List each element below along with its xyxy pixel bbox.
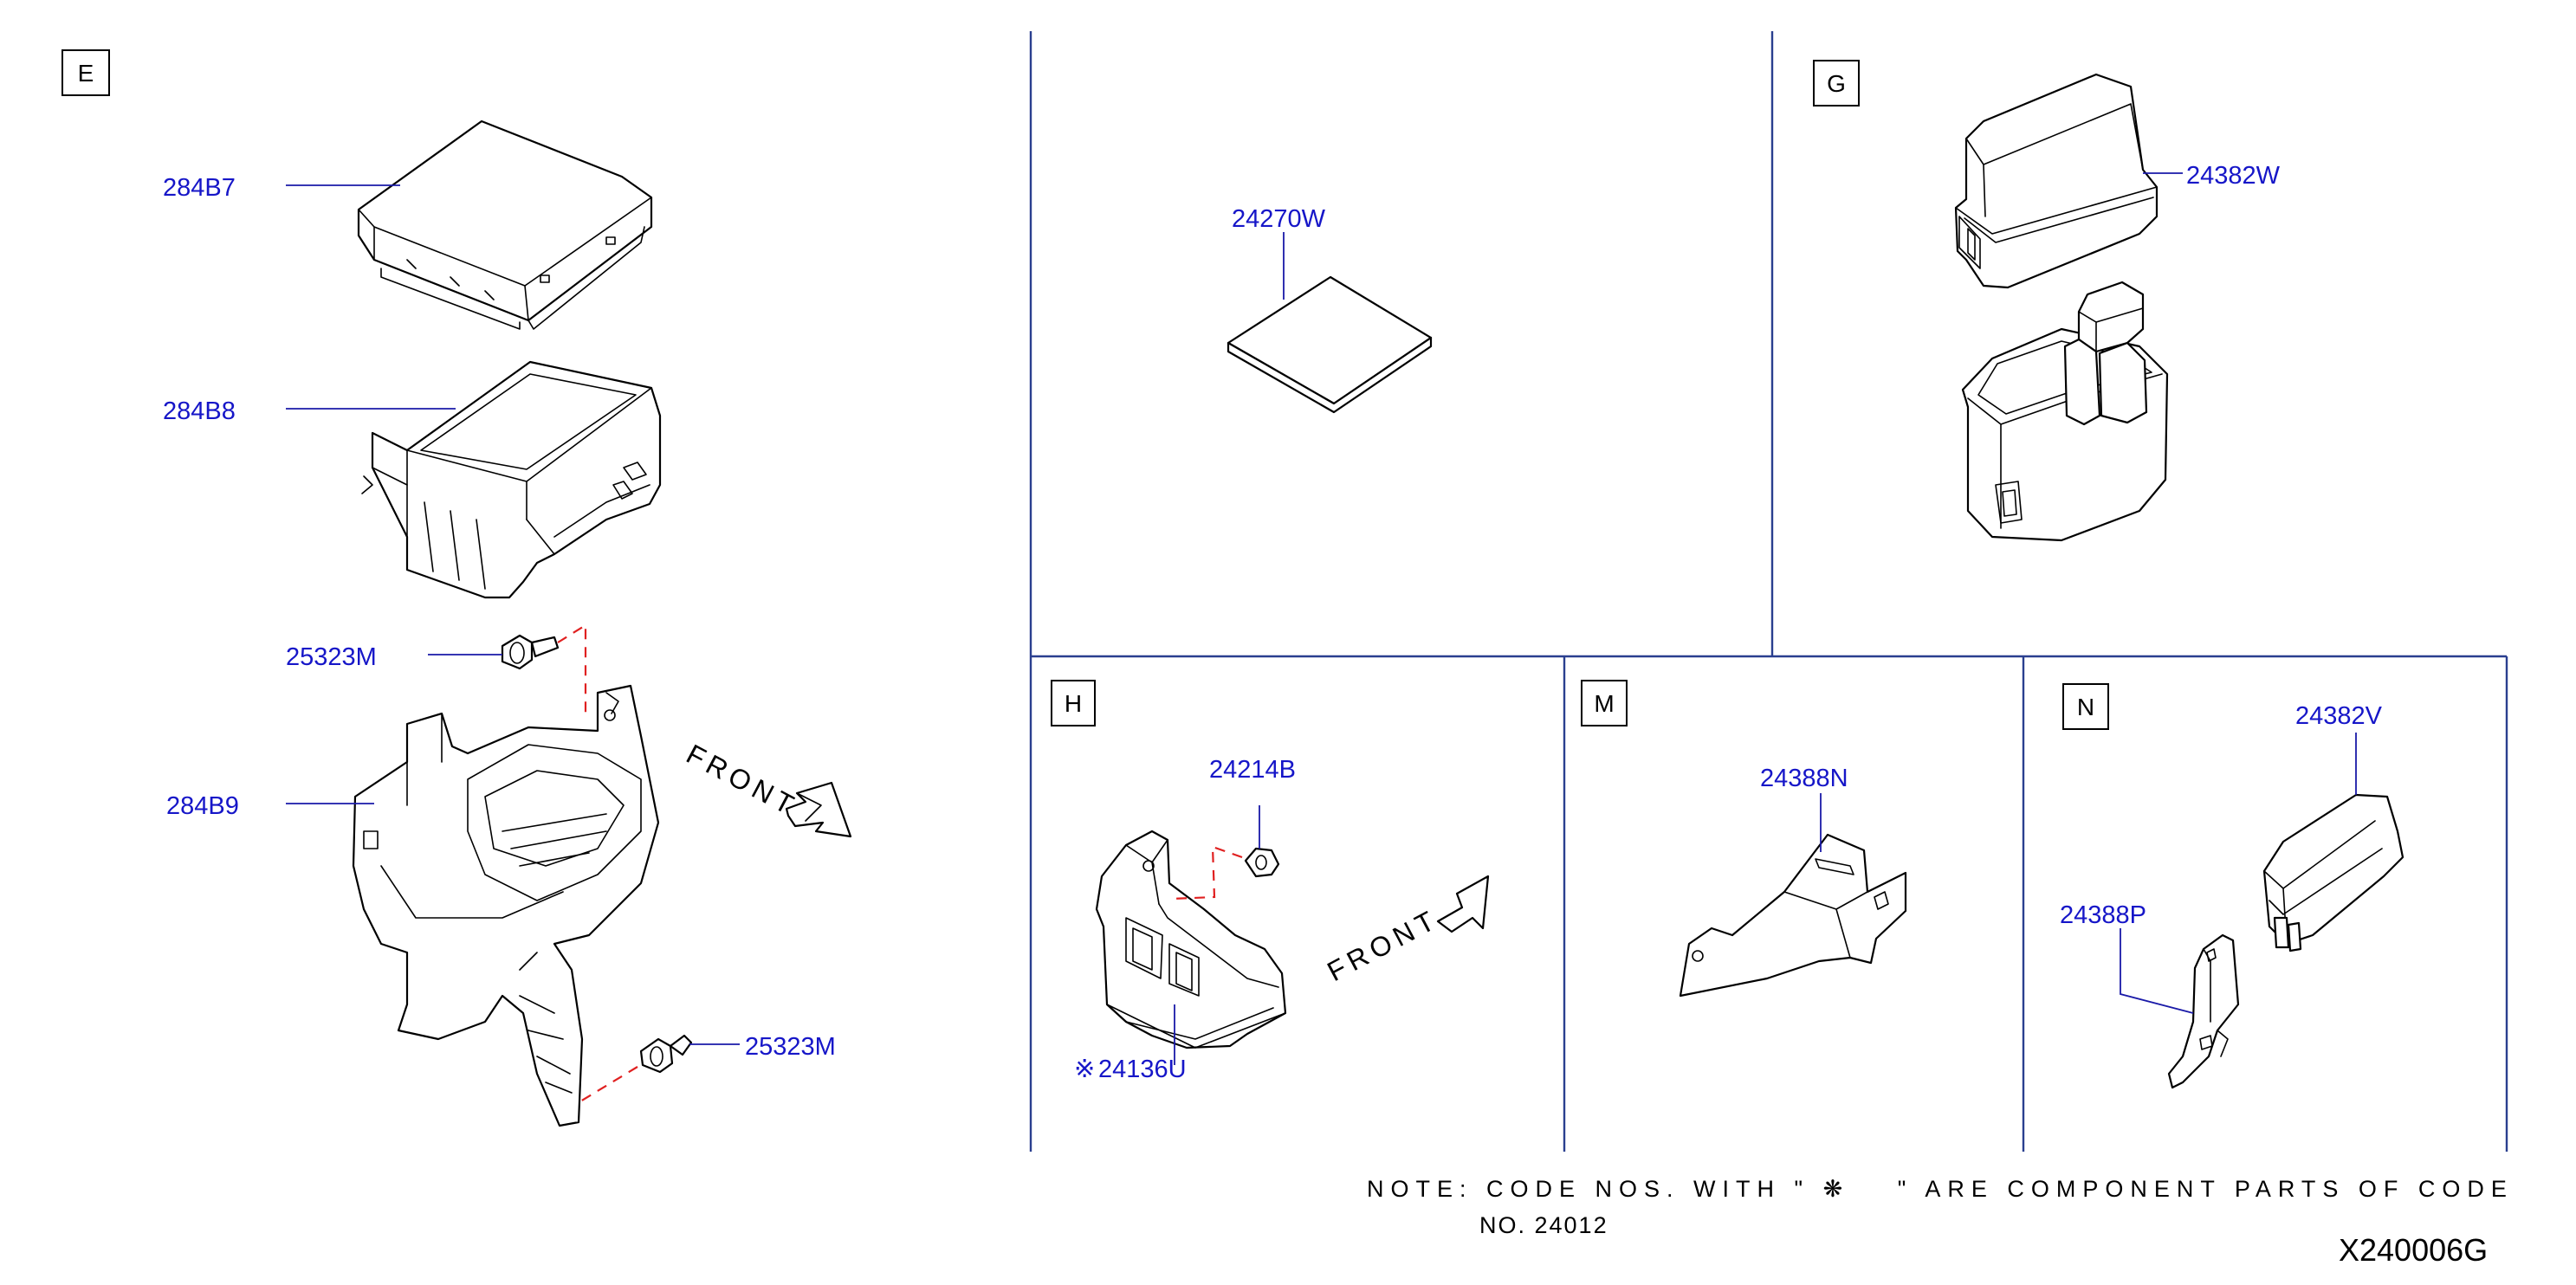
part-label-24214b: 24214B [1209,756,1296,784]
part-284b9-drawing [352,684,660,1127]
section-separators [1029,31,2508,1152]
part-label-24270w: 24270W [1232,205,1326,233]
part-label-25323m-bottom: 25323M [745,1033,836,1061]
part-label-24388n: 24388N [1760,765,1848,792]
section-box-n: N [2062,683,2109,730]
section-label-h: H [1065,690,1082,717]
diagram-code: X240006G [2339,1232,2488,1268]
asterisk-marker: ※ [1074,1056,1095,1083]
part-284b8-drawing [361,360,662,599]
note-text-part2: " ARE COMPONENT PARTS OF CODE [1898,1176,2514,1202]
part-24388n-drawing [1679,833,1907,998]
section-label-g: G [1827,70,1846,97]
front-label-e: FRONT [682,738,804,823]
part-label-284b8: 284B8 [163,397,236,425]
part-284b7-drawing [357,119,653,330]
section-box-g: G [1813,60,1860,107]
part-25323m-bottom-drawing [639,1034,693,1074]
section-label-n: N [2077,694,2094,720]
part-label-25323m-top: 25323M [286,643,377,671]
front-label-h: FRONT [1322,903,1444,988]
note-block: NOTE: CODE NOS. WITH " ❋ " ARE COMPONENT… [1367,1176,2514,1238]
part-label-24388p: 24388P [2060,901,2146,929]
note-text-line2: NO. 24012 [1479,1212,1608,1238]
part-24214b-drawing [1244,847,1280,878]
section-label-m: M [1594,690,1614,717]
part-label-24136u: 24136U [1098,1056,1187,1083]
part-24382w-cover-drawing [1954,73,2159,289]
svg-text:NOTE: CODE NOS. WITH " ❋: NOTE: CODE NOS. WITH " ❋ " ARE COMPONENT… [1367,1176,2514,1202]
part-24382w-base-drawing [1961,281,2169,542]
note-text-part1: NOTE: CODE NOS. WITH " [1367,1176,1809,1202]
part-label-24382v: 24382V [2295,702,2383,730]
front-arrow-h: FRONT [1322,875,1490,988]
section-box-h: H [1051,680,1096,726]
section-box-e: E [61,49,110,96]
note-symbol: ❋ [1823,1176,1850,1202]
section-label-e: E [78,60,94,87]
part-25323m-top-drawing [501,634,560,670]
section-box-m: M [1581,680,1628,726]
part-24388p-drawing [2167,933,2240,1089]
part-label-284b9: 284B9 [166,792,239,820]
part-label-24382w: 24382W [2186,162,2281,190]
part-24382v-drawing [2262,793,2404,952]
part-24136u-drawing [1095,830,1287,1049]
front-arrow-e: FRONT [682,738,852,838]
part-label-284b7: 284B7 [163,174,236,202]
part-24270w-drawing [1227,275,1433,414]
